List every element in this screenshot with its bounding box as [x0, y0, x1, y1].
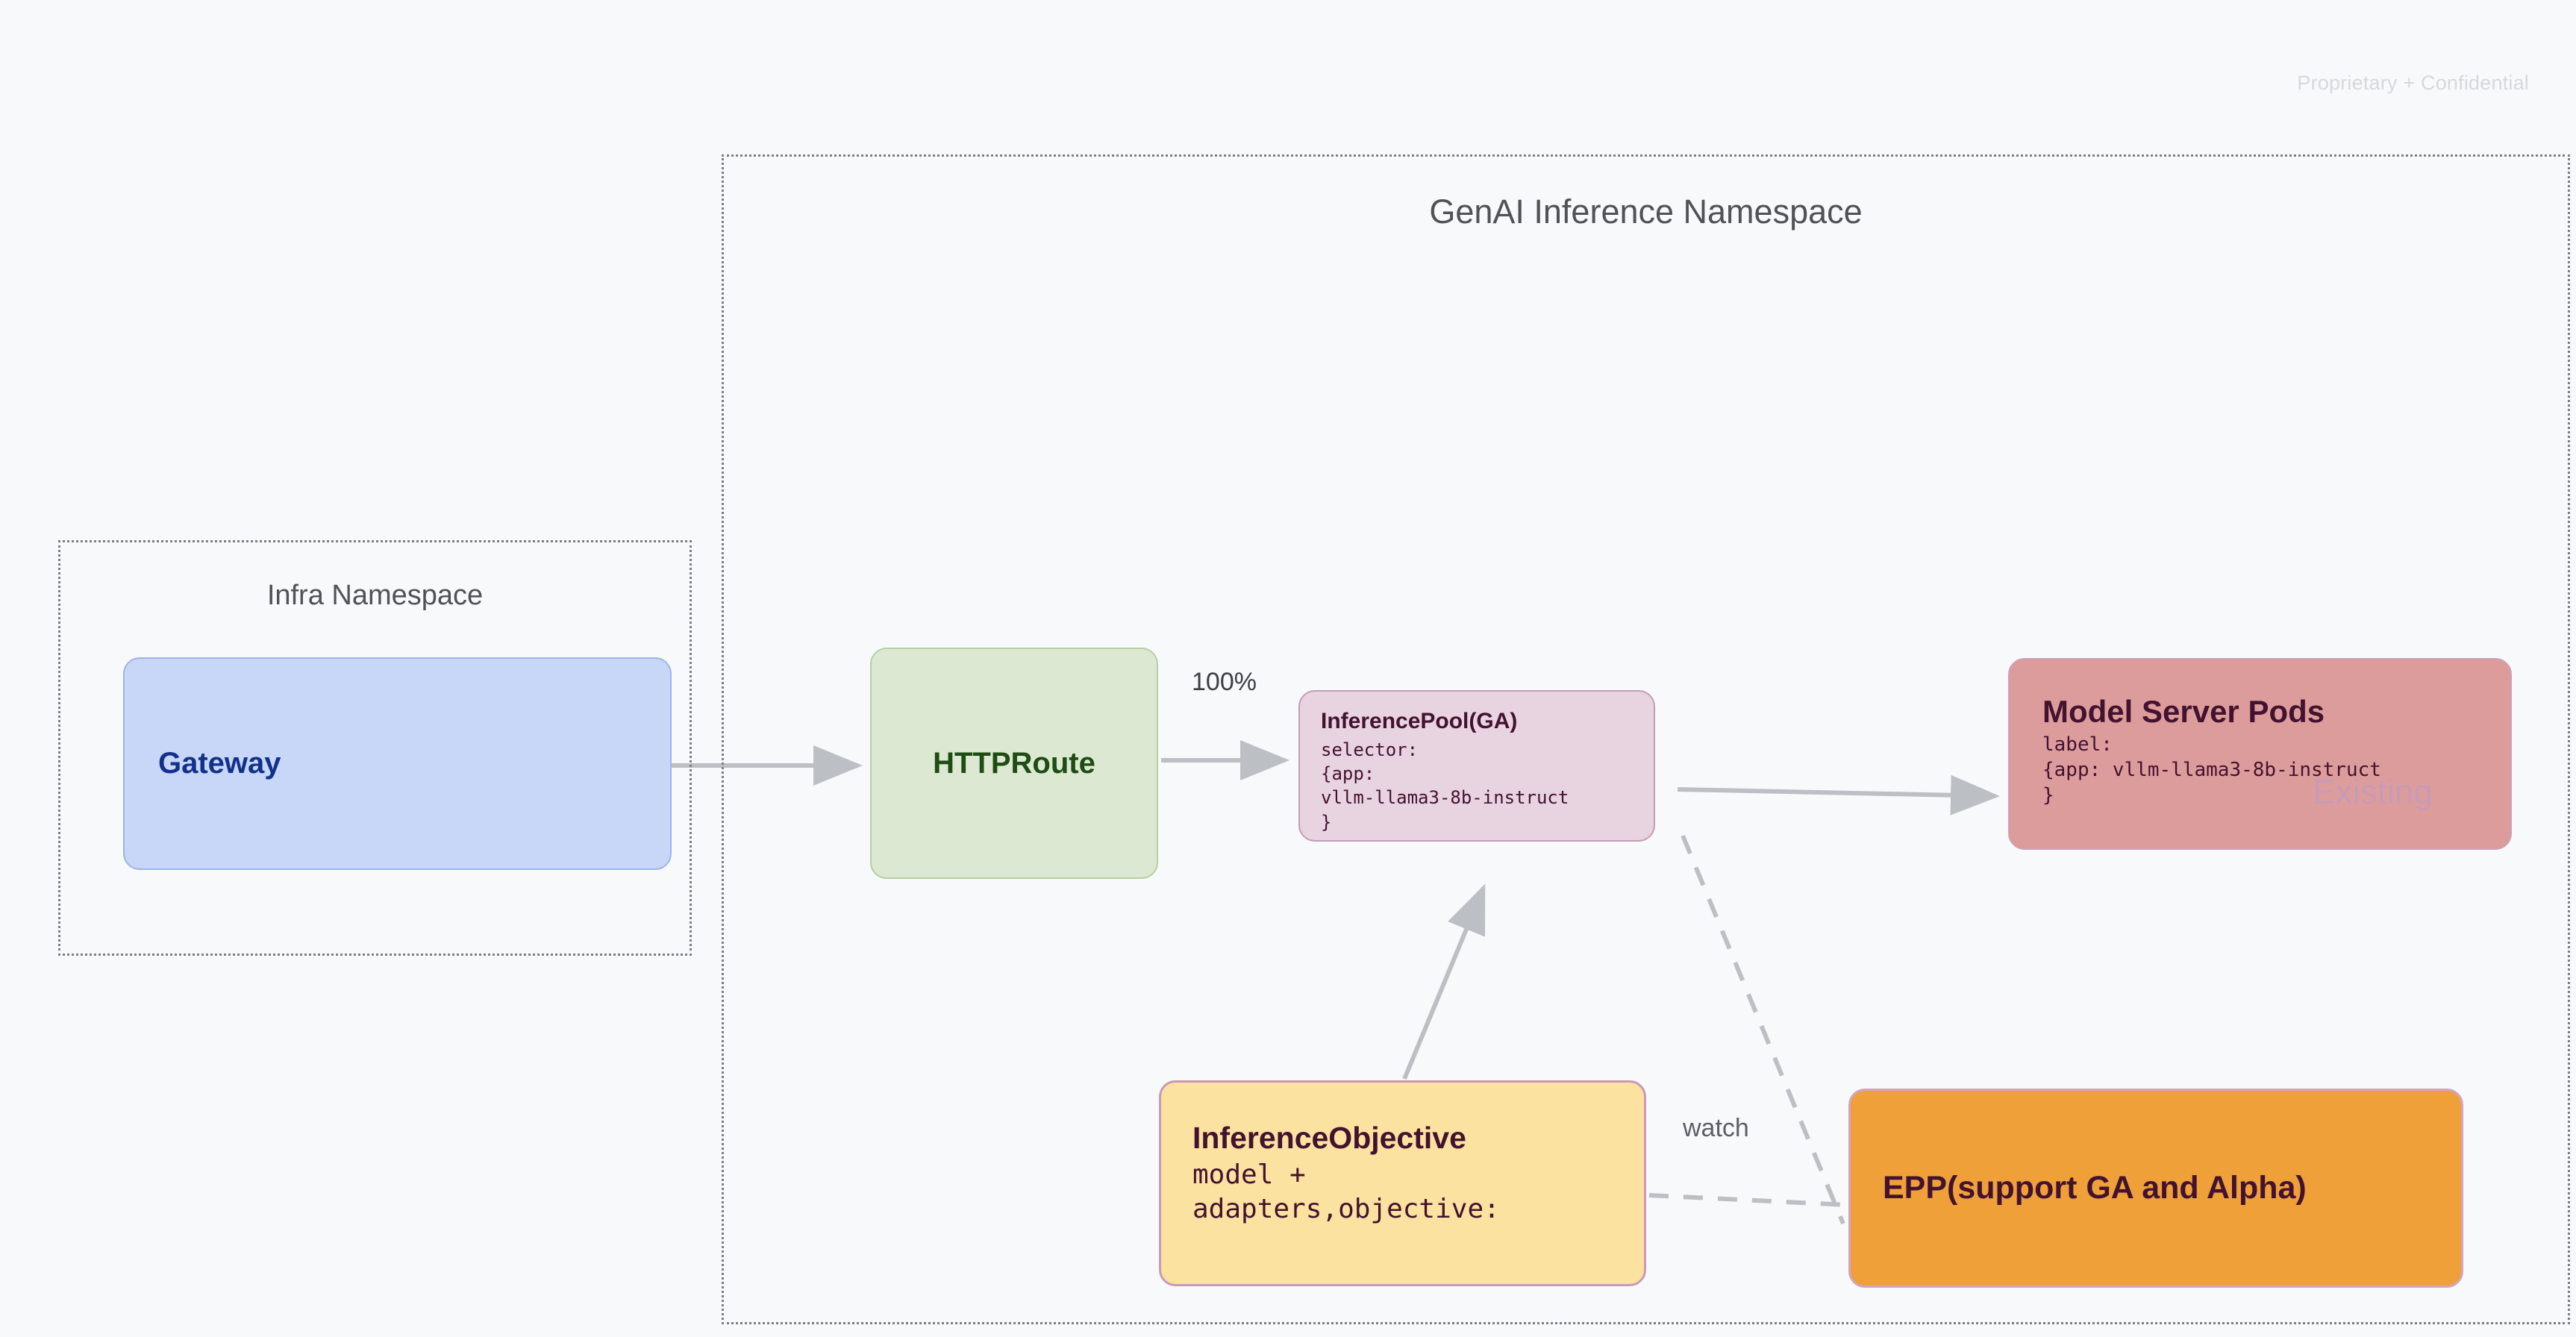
namespace-infra: Infra Namespace [58, 540, 692, 956]
namespace-infra-title: Infra Namespace [266, 580, 484, 611]
edge-label-watch: watch [1683, 1114, 1749, 1142]
node-httproute[interactable]: HTTPRoute [870, 648, 1158, 879]
node-model-server-pods[interactable]: Model Server Pods label: {app: vllm-llam… [2008, 658, 2512, 850]
namespace-genai-inference: GenAI Inference Namespace [722, 154, 2570, 1324]
node-inference-pool[interactable]: InferencePool(GA) selector: {app: vllm-l… [1298, 690, 1655, 842]
confidential-notice: Proprietary + Confidential [2297, 72, 2529, 94]
node-inference-pool-body: selector: {app: vllm-llama3-8b-instruct … [1321, 739, 1569, 833]
node-epp-title: EPP(support GA and Alpha) [1883, 1170, 2307, 1206]
node-gateway[interactable]: Gateway [123, 657, 672, 870]
namespace-genai-title: GenAI Inference Namespace [1429, 192, 1863, 231]
node-model-server-pods-title: Model Server Pods [2042, 694, 2325, 729]
existing-stamp: Existing [2312, 772, 2433, 811]
node-inference-objective[interactable]: InferenceObjective model + adapters,obje… [1159, 1080, 1646, 1286]
node-inference-objective-body: model + adapters,objective: [1192, 1159, 1500, 1225]
node-model-server-pods-body: label: {app: vllm-llama3-8b-instruct } [2042, 733, 2381, 807]
edge-label-traffic-weight: 100% [1192, 668, 1257, 696]
node-httproute-title: HTTPRoute [933, 746, 1095, 780]
node-inference-pool-title: InferencePool(GA) [1321, 709, 1518, 733]
node-epp[interactable]: EPP(support GA and Alpha) [1848, 1089, 2463, 1288]
node-inference-objective-title: InferenceObjective [1192, 1121, 1466, 1155]
node-gateway-title: Gateway [158, 747, 281, 780]
